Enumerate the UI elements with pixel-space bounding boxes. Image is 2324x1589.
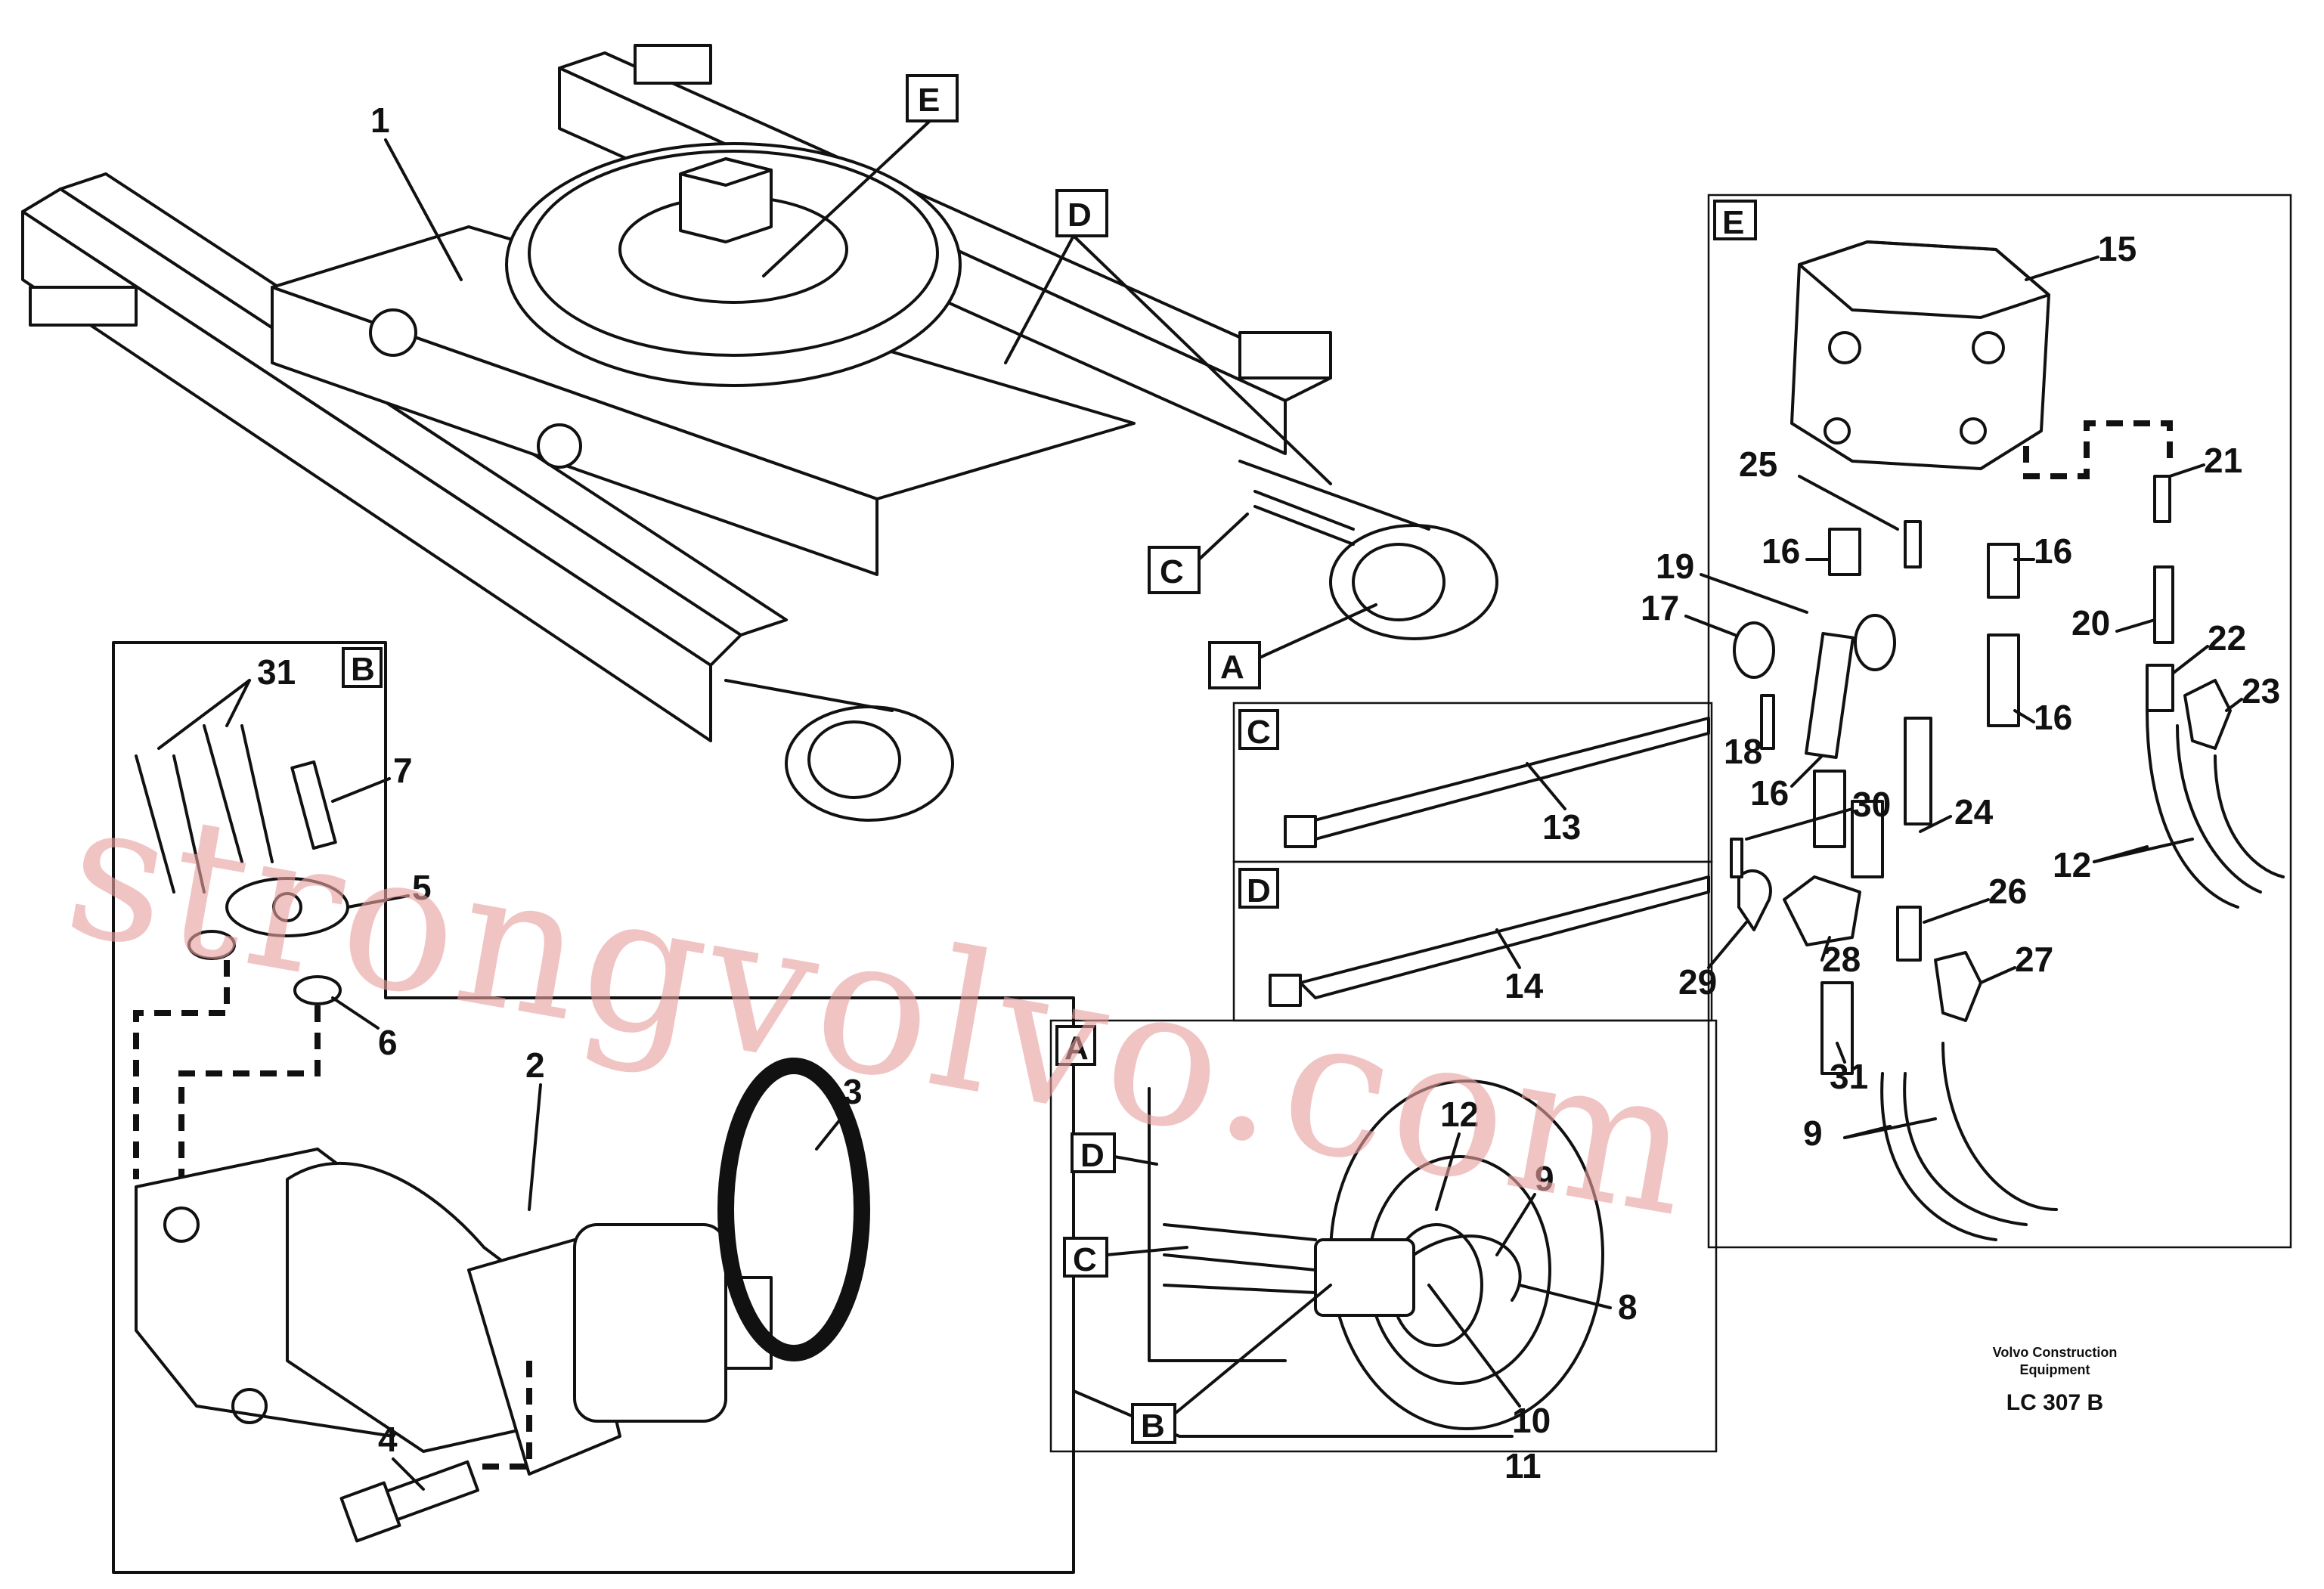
drawing-footer: Volvo Construction Equipment LC 307 B [1993,1345,2118,1415]
view-E-label-29: 29 [1678,962,1717,1002]
view-E-label-9: 9 [1803,1114,1823,1153]
view-A-callout-C: C [1073,1241,1097,1278]
view-E-label-17: 17 [1641,588,1679,627]
callout-C: C [1160,553,1184,590]
view-E-label-20: 20 [2071,603,2110,643]
view-E-label-22: 22 [2208,618,2246,658]
view-D-label-14: 14 [1504,966,1544,1005]
view-C-label-13: 13 [1542,807,1581,847]
company-name-line2: Equipment [2020,1362,2090,1377]
view-E-label-16a: 16 [1762,531,1800,571]
view-E-label-16d: 16 [1750,773,1789,813]
view-B-label-2: 2 [525,1045,545,1085]
company-name-line1: Volvo Construction [1993,1345,2118,1360]
view-A-label-11: 11 [1504,1446,1542,1485]
view-E-label-30: 30 [1852,785,1891,824]
callout-D: D [1067,197,1092,234]
drawing-code: LC 307 B [2006,1390,2103,1415]
view-E-label-25: 25 [1739,444,1777,484]
view-A-callout-B: B [1141,1408,1165,1445]
view-E-label-16b: 16 [2034,531,2072,571]
view-E: E [1641,194,2292,1249]
undercarriage-frame [21,44,1498,822]
view-E-label-21: 21 [2204,441,2242,480]
view-B: B 31 7 5 [112,641,1075,1574]
view-B-title: B [351,651,375,688]
view-E-label-23: 23 [2242,671,2280,711]
view-A: A D C B 12 9 8 10 11 [1049,1019,1718,1485]
view-C-title: C [1247,714,1271,751]
view-E-label-19: 19 [1656,547,1694,586]
view-E-label-27: 27 [2015,940,2053,979]
view-A-callout-D: D [1080,1137,1105,1174]
view-C: C 13 [1232,702,1713,863]
main-callouts: E D C A 1 [370,74,1377,689]
view-A-label-8: 8 [1618,1287,1638,1327]
view-D-title: D [1247,872,1271,909]
view-A-label-10: 10 [1512,1401,1551,1440]
view-B-label-3: 3 [843,1072,863,1111]
view-E-label-24: 24 [1954,792,1994,832]
part-label-1: 1 [370,101,390,140]
view-B-label-6: 6 [378,1023,398,1062]
view-E-label-12: 12 [2053,845,2091,884]
view-B-label-7: 7 [393,751,413,790]
view-E-label-15: 15 [2098,229,2137,268]
view-B-label-5: 5 [412,868,432,907]
view-E-label-18: 18 [1724,732,1762,771]
view-A-label-12: 12 [1440,1095,1479,1134]
callout-A: A [1220,649,1244,686]
view-E-label-31: 31 [1830,1057,1868,1096]
view-B-label-4: 4 [378,1420,398,1459]
view-E-title: E [1722,204,1744,241]
view-E-label-26: 26 [1988,872,2027,911]
callout-E: E [918,82,940,119]
view-E-label-28: 28 [1822,940,1861,979]
view-E-label-16c: 16 [2034,698,2072,737]
view-A-title: A [1064,1030,1089,1067]
view-B-label-31: 31 [257,652,296,692]
view-A-label-9: 9 [1535,1159,1554,1198]
